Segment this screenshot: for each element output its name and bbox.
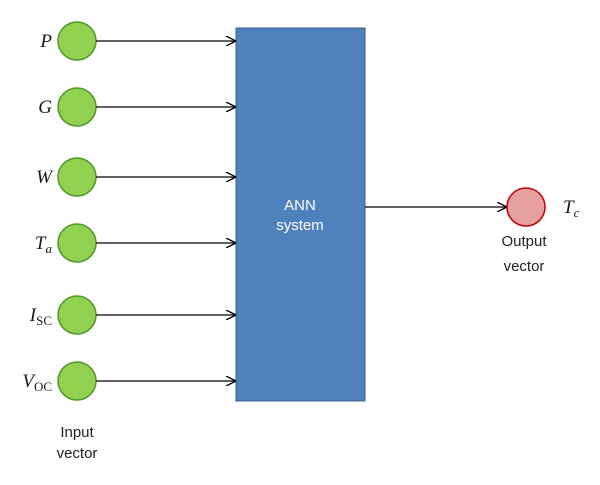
input-row: Ta [35,223,235,263]
input-symbol: G [38,97,52,118]
input-symbol: I [29,305,38,326]
input-symbol-label: Ta [35,233,53,256]
system-label-line1: ANN [284,197,316,214]
input-symbol-label: P [39,31,52,52]
input-symbol-sub: OC [34,379,52,394]
input-symbol-label: G [38,97,52,118]
input-symbol-label: W [36,167,54,188]
input-node [57,157,97,197]
input-symbol-label: VOC [22,371,52,394]
input-row: VOC [22,361,235,401]
input-caption-line2: vector [57,445,98,462]
input-row: ISC [29,295,235,335]
input-symbol: V [22,371,36,392]
input-node [57,87,97,127]
input-row: P [39,21,235,61]
input-caption-line1: Input [60,424,94,441]
input-node [57,21,97,61]
ann-system-box [235,27,366,402]
input-node [57,223,97,263]
input-symbol: P [39,31,52,52]
output-caption-line1: Output [501,233,547,250]
input-row: W [36,157,235,197]
input-row: G [38,87,235,127]
input-node [57,295,97,335]
input-symbol: W [36,167,54,188]
output-caption-line2: vector [504,258,545,275]
input-symbol-sub: SC [36,313,52,328]
input-node [57,361,97,401]
system-label-line2: system [276,217,324,234]
output-symbol-label: Tc [563,197,580,220]
input-symbol-label: ISC [29,305,52,328]
input-symbol: T [35,233,47,254]
output-symbol-sub: c [574,205,580,220]
output-node [506,187,546,227]
output-symbol: T [563,197,575,218]
input-symbol-sub: a [46,241,53,256]
